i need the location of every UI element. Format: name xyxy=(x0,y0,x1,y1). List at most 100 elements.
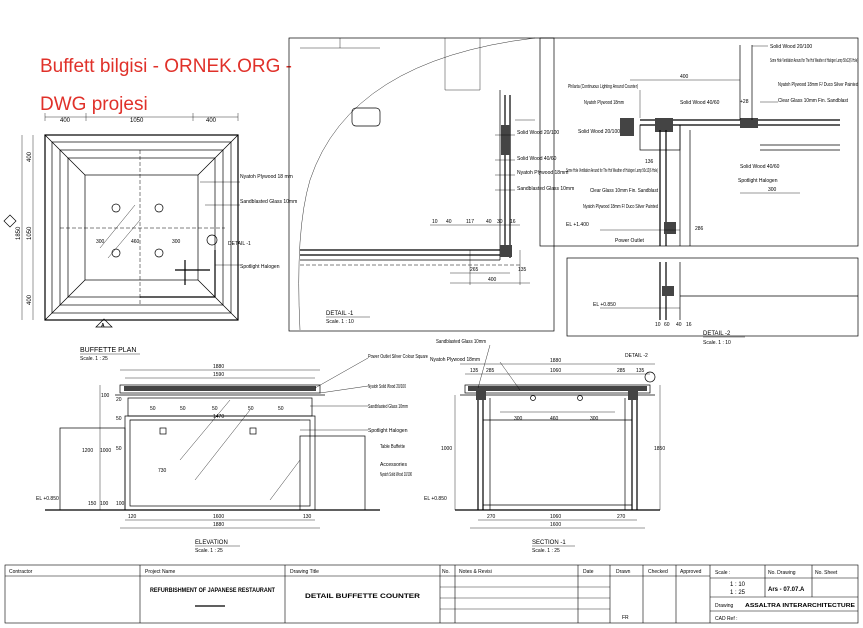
sec-dim-top-6: 135 xyxy=(636,368,645,374)
elev-dim-left-5: 1000 xyxy=(100,448,111,454)
elev-label-3: Sandblasted Glass 10mm xyxy=(368,404,408,410)
plan-dim-left-3: 1850 xyxy=(16,226,22,240)
d2-label-8: Solid Wood 20/100 xyxy=(578,129,620,135)
elev-dim-left-4: 1200 xyxy=(82,448,93,454)
title-block: Contractor Project Name Drawing Title No… xyxy=(4,564,859,624)
d2-label-12: Nyatoh Plywood 18mm F/ Duco Silver Paint… xyxy=(583,204,658,210)
watermark-line-1: Buffett bilgisi - ORNEK.ORG - xyxy=(40,56,292,77)
sec-dim-inner-1: 300 xyxy=(514,416,523,422)
d2-dim-3: 136 xyxy=(645,159,654,165)
plan-label-glass: Sandblasted Glass 10mm xyxy=(240,199,297,205)
sec-dim-left: 1000 xyxy=(441,446,452,452)
tb-header-drawing-title: Drawing Title xyxy=(290,569,319,575)
plan-label-halogen: Spotlight Halogen xyxy=(240,264,280,270)
d2-label-10: Some Hole Ventilation Around for The Hot… xyxy=(566,168,658,174)
d2-dim-1: 400 xyxy=(680,74,689,80)
tb-header-no-drawing: No. Drawing xyxy=(768,570,796,576)
plan-section-marker: A xyxy=(101,323,105,329)
sec-title: SECTION -1 xyxy=(532,540,566,546)
detail-2: 400 +28 136 300 286 10 60 40 16 Solid Wo… xyxy=(539,37,859,346)
elev-dim-left-3: 50 xyxy=(116,416,122,422)
elev-label-4: Spotlight Halogen xyxy=(368,428,408,434)
plan-dim-inner-2: 460 xyxy=(131,239,140,245)
tb-scale-2: 1 : 25 xyxy=(730,590,746,596)
elev-dim-left-6: 50 xyxy=(116,446,122,452)
tb-drawing-by: ASSALTRA INTERARCHITECTURE xyxy=(745,603,856,609)
d1-scale: Scale. 1 : 10 xyxy=(326,319,354,325)
tb-header-checked: Checked xyxy=(648,569,668,575)
d2-dim-7: 60 xyxy=(664,322,670,328)
detail-1: Solid Wood 20/100 Solid Wood 40/60 Nyato… xyxy=(288,37,574,332)
elevation: 1880 1590 1470 50 50 50 50 50 100 20 50 … xyxy=(36,354,428,554)
elev-dim-left-8: 100 xyxy=(100,501,109,507)
tb-header-no: No. xyxy=(442,569,450,575)
d1-label-solidwood-2: Solid Wood 40/60 xyxy=(517,156,557,162)
elev-dim-50-5: 50 xyxy=(278,406,284,412)
plan-dim-left-4: 400 xyxy=(27,294,33,305)
tb-drawing-title: DETAIL BUFFETTE COUNTER xyxy=(305,594,421,600)
sec-dim-top-1: 1880 xyxy=(550,358,561,364)
elev-dim-50-2: 50 xyxy=(180,406,186,412)
d2-label-13: Power Outlet xyxy=(615,238,645,244)
tb-project-name: REFURBISHMENT OF JAPANESE RESTAURANT xyxy=(150,588,275,594)
sec-dim-bottom-3: 270 xyxy=(617,514,626,520)
watermark-line-2: DWG projesi xyxy=(40,94,148,115)
elev-level: EL +0.850 xyxy=(36,496,59,502)
d2-dim-8: 40 xyxy=(676,322,682,328)
elev-dim-left-9: 100 xyxy=(116,501,125,507)
d2-dim-4: 300 xyxy=(768,187,777,193)
sec-dim-top-2: 1060 xyxy=(550,368,561,374)
elev-dim-bottom-4: 1880 xyxy=(213,522,224,528)
d1-dim-1: 10 xyxy=(432,219,438,225)
tb-scale-1: 1 : 10 xyxy=(730,582,746,588)
section-1: 1880 1060 285 135 285 135 300 460 300 10… xyxy=(424,339,665,554)
d1-dim-5: 30 xyxy=(497,219,503,225)
sec-dim-inner-2: 460 xyxy=(550,416,559,422)
elev-dim-bottom-1: 120 xyxy=(128,514,137,520)
plan-scale: Scale. 1 : 25 xyxy=(80,356,108,362)
elev-dim-bottom-3: 130 xyxy=(303,514,312,520)
elev-dim-left-7: 730 xyxy=(158,468,167,474)
elev-label-2: Nyatoh Solid Wood 20/100 xyxy=(368,384,406,390)
d1-dim-4: 40 xyxy=(486,219,492,225)
tb-header-notes: Notes & Revisi xyxy=(459,569,492,575)
d2-dim-2: +28 xyxy=(740,99,749,105)
elev-dim-top-1: 1880 xyxy=(213,364,224,370)
elev-label-6: Accessories xyxy=(380,462,407,468)
sec-dim-top-3: 285 xyxy=(486,368,495,374)
d2-label-5: Clear Glass 10mm Fin. Sandblast xyxy=(778,98,849,104)
plan-dim-left-2: 1050 xyxy=(27,226,33,240)
d1-dim-6: 16 xyxy=(510,219,516,225)
tb-header-contractor: Contractor xyxy=(9,569,33,575)
tb-header-project: Project Name xyxy=(145,569,176,575)
elev-dim-bottom-2: 1600 xyxy=(213,514,224,520)
tb-header-date: Date xyxy=(583,569,594,575)
sec-dim-bottom-1: 270 xyxy=(487,514,496,520)
tb-drawing-no: Ars - 07.07.A xyxy=(768,587,805,593)
elev-dim-top-2: 1590 xyxy=(213,372,224,378)
sec-dim-bottom-4: 1600 xyxy=(550,522,561,528)
d2-level-1: EL +1.400 xyxy=(566,222,589,228)
sec-scale: Scale. 1 : 25 xyxy=(532,548,560,554)
d2-label-11: Clear Glass 10mm Fin. Sandblast xyxy=(590,188,659,194)
d2-level-2: EL +0.850 xyxy=(593,302,616,308)
tb-drawn-by: FR xyxy=(622,615,629,621)
d1-label-glass: Sandblasted Glass 10mm xyxy=(517,186,574,192)
elev-dim-50-3: 50 xyxy=(212,406,218,412)
elev-dim-top-3: 1470 xyxy=(213,414,224,420)
elev-dim-left-10: 150 xyxy=(88,501,97,507)
d2-title: DETAIL -2 xyxy=(703,331,731,337)
plan-detail-ref: DETAIL -1 xyxy=(228,241,251,247)
elev-title: ELEVATION xyxy=(195,540,228,546)
tb-header-drawing: Drawing xyxy=(715,603,734,609)
d2-scale: Scale. 1 : 10 xyxy=(703,340,731,346)
tb-header-cad-ref: CAD Ref : xyxy=(715,616,738,622)
tb-header-no-sheet: No. Sheet xyxy=(815,570,838,576)
elev-dim-50-1: 50 xyxy=(150,406,156,412)
plan-dim-inner-3: 300 xyxy=(172,239,181,245)
sec-dim-bottom-2: 1060 xyxy=(550,514,561,520)
plan-title: BUFFETTE PLAN xyxy=(80,347,136,354)
d1-title: DETAIL -1 xyxy=(326,311,354,317)
d1-dim-2: 40 xyxy=(446,219,452,225)
plan-dim-top-2: 1050 xyxy=(130,118,144,124)
